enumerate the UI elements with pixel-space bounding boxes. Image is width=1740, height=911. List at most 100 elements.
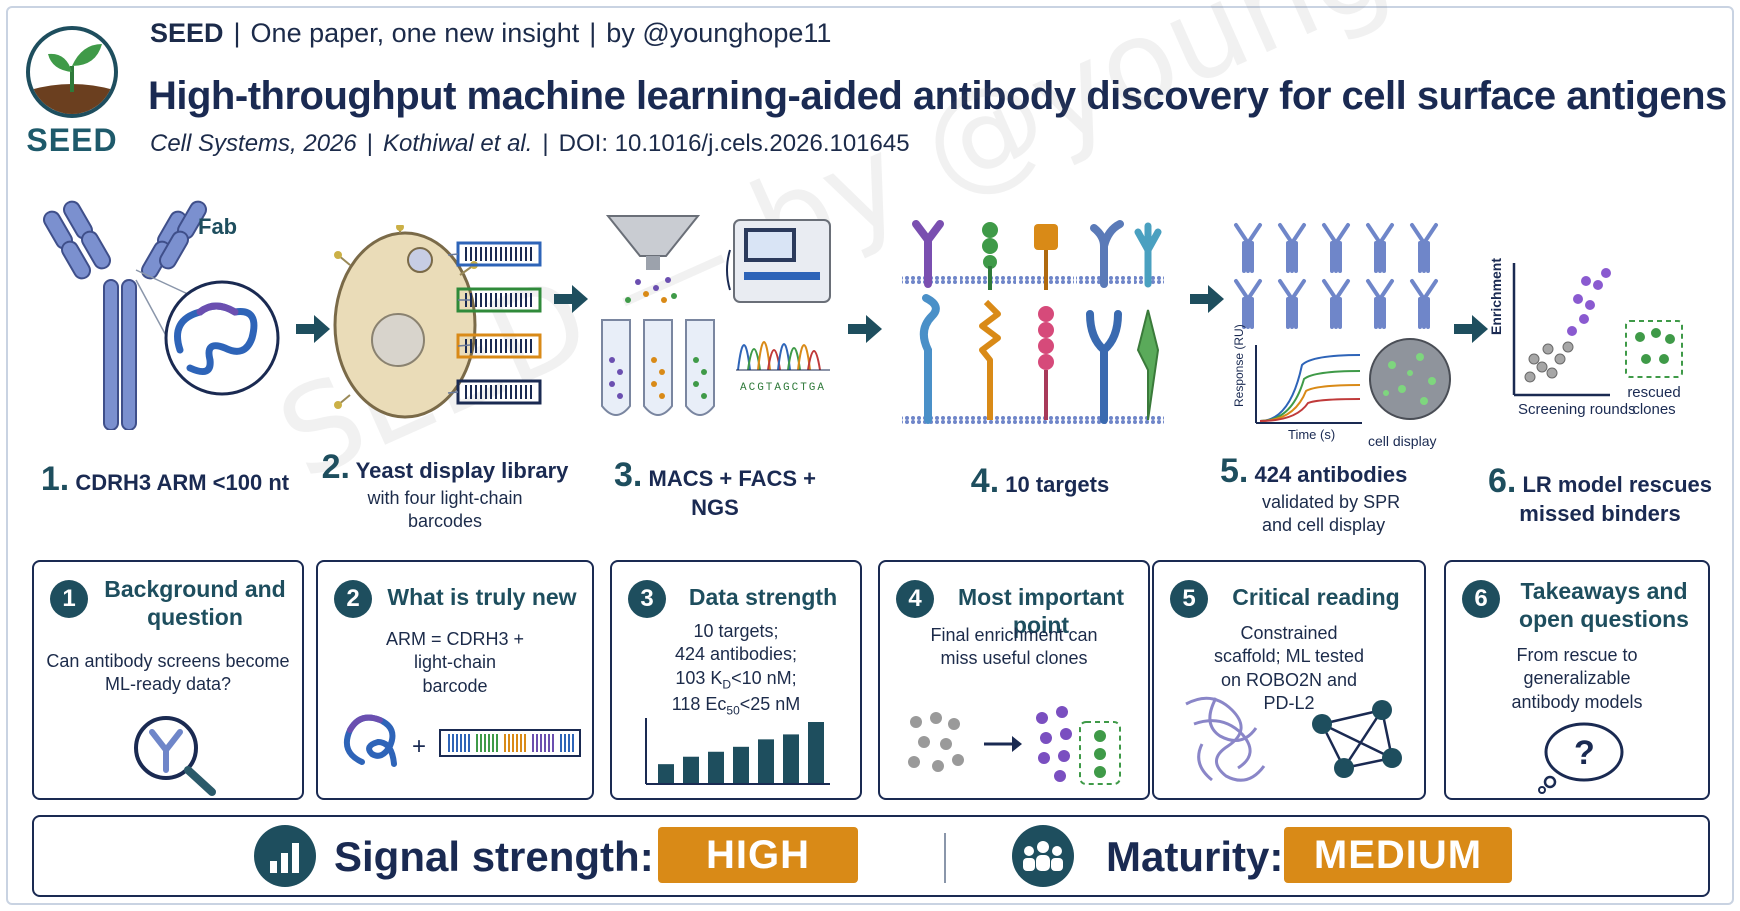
arrow-right-icon: [1454, 315, 1488, 343]
antibody-mini-icon: [1366, 279, 1394, 329]
step-number: 6.: [1488, 462, 1517, 500]
protein-network-icon: [1172, 684, 1412, 792]
ec-suffix: <25 nM: [739, 693, 801, 714]
separator: |: [542, 130, 549, 157]
separator: |: [233, 18, 241, 48]
doi: DOI: 10.1016/j.cels.2026.101645: [558, 130, 910, 157]
card-body: Can antibody screens become ML-ready dat…: [46, 651, 290, 695]
antibody-mini-icon: [1278, 223, 1306, 273]
yeast-cell-illustration: [330, 223, 545, 425]
brand-name: SEED: [150, 18, 224, 48]
page-title: High-throughput machine learning-aided a…: [148, 74, 1727, 118]
antibody-mini-icon: [1322, 279, 1350, 329]
step-6-label: 6. LR model rescues missed binders: [1480, 462, 1720, 526]
antibody-mini-icon: [1410, 279, 1438, 329]
antibody-mini-icon: [1278, 279, 1306, 329]
step-number: 1.: [40, 460, 70, 498]
kd-suffix: <10 nM;: [731, 667, 797, 688]
step-number: 4.: [970, 462, 1000, 500]
card-title: Most important point: [957, 584, 1125, 638]
tagline: One paper, one new insight: [250, 18, 580, 48]
step-title: CDRH3 ARM <100 nt: [75, 470, 290, 495]
strength-bar: [658, 764, 674, 784]
authors: Kothiwal et al.: [383, 130, 533, 157]
spr-x-axis-label: Time (s): [1288, 427, 1336, 442]
cell-display-label: cell display: [1368, 433, 1437, 449]
step-number: 2.: [321, 448, 350, 486]
arrow-right-icon: [848, 315, 882, 343]
card-body: 10 targets; 424 antibodies; 103 KD<10 nM…: [620, 620, 852, 719]
step-2-label: 2. Yeast display library with four light…: [320, 448, 570, 534]
card-title: Background and question: [104, 576, 286, 630]
card-title: Critical reading: [1232, 584, 1400, 610]
ec-subscript: 50: [726, 703, 740, 718]
card-what-is-new: 2 What is truly new ARM = CDRH3 + light-…: [316, 560, 594, 800]
people-group-icon: [1012, 825, 1074, 887]
sequence-text: ACGTAGCTGA: [740, 382, 826, 394]
step-subtitle: validated by SPR and cell display: [1262, 492, 1401, 536]
maturity-badge: MEDIUM: [1284, 827, 1512, 883]
step-subtitle: with four light-chain barcodes: [367, 488, 523, 532]
sorting-sequencing-illustration: ACGTAGCTGA: [598, 210, 838, 435]
card-body: From rescue to generalizable antibody mo…: [1511, 645, 1643, 712]
step-number: 3.: [614, 456, 643, 494]
card-number-badge: 3: [628, 580, 666, 618]
question-bubble-icon: ?: [1536, 720, 1626, 794]
rescue-scatter-illustration: Enrichment Screening rounds rescued clon…: [1488, 255, 1690, 430]
screening-rounds-label: Screening rounds: [1518, 401, 1636, 418]
seed-logo: SEED: [22, 22, 122, 158]
journal: Cell Systems, 2026: [150, 130, 357, 157]
signal-strength-badge: HIGH: [658, 827, 858, 883]
step-title: Yeast display library: [355, 458, 569, 483]
antibody-illustration: Fab: [40, 200, 290, 431]
footer-divider: [944, 833, 946, 883]
strength-bar: [708, 751, 724, 784]
byline: by @younghope11: [606, 18, 832, 48]
card-title: Data strength: [688, 584, 838, 610]
separator: |: [589, 18, 597, 48]
spr-and-cell-display: Response (RU) Time (s) cell display: [1232, 324, 1452, 455]
ec-prefix: 118 Ec: [671, 693, 727, 714]
arrow-right-icon: [1190, 285, 1224, 313]
card-most-important-point: 4 Most important point Final enrichment …: [878, 560, 1150, 800]
signal-strength-label: Signal strength:: [334, 833, 654, 880]
strength-bar: [758, 739, 774, 784]
stat-line-kd: 103 KD<10 nM;: [620, 667, 852, 693]
step-title: 424 antibodies: [1254, 462, 1408, 487]
spr-y-axis-label: Response (RU): [1232, 324, 1246, 407]
kd-subscript: D: [722, 677, 732, 692]
stat-line: 10 targets;: [693, 621, 779, 641]
antibody-magnifier-icon: [114, 712, 234, 796]
separator: |: [366, 130, 373, 157]
logo-text: SEED: [26, 122, 118, 158]
step-4-label: 4. 10 targets: [910, 462, 1170, 501]
signal-chart-icon: [254, 825, 316, 887]
card-data-strength: 3 Data strength 10 targets; 424 antibodi…: [610, 560, 862, 800]
arrow-right-icon: [554, 285, 588, 313]
missed-clones-icon: [894, 692, 1138, 792]
strength-bar: [783, 734, 799, 784]
strength-bar: [683, 756, 699, 784]
antibody-mini-icon: [1410, 223, 1438, 273]
svg-text:+: +: [412, 733, 426, 760]
card-title: Takeaways and open questions: [1519, 578, 1689, 632]
bar-chart-icon: [642, 708, 832, 788]
kd-prefix: 103 K: [675, 667, 723, 688]
enrichment-axis-label: Enrichment: [1488, 257, 1504, 335]
card-number-badge: 1: [50, 580, 88, 618]
rescued-clones-label: rescued clones: [1627, 384, 1681, 418]
assessment-footer: Signal strength: HIGH Maturity: MEDIUM: [32, 815, 1710, 897]
arm-barcode-icon: +: [332, 702, 588, 782]
svg-text:?: ?: [1574, 734, 1595, 772]
step-5-label: 5. 424 antibodies validated by SPR and c…: [1220, 452, 1460, 538]
step-title: 10 targets: [1005, 472, 1110, 497]
page-frame: [6, 6, 1734, 905]
card-body: Final enrichment can miss useful clones: [930, 625, 1098, 669]
stat-line: 424 antibodies;: [674, 644, 798, 665]
antibody-mini-icon: [1234, 279, 1262, 329]
step-1-label: 1. CDRH3 ARM <100 nt: [40, 460, 290, 499]
antibody-mini-icon: [1366, 223, 1394, 273]
card-number-badge: 6: [1462, 580, 1500, 618]
strength-bar: [808, 722, 824, 784]
maturity-label: Maturity:: [1106, 833, 1284, 880]
